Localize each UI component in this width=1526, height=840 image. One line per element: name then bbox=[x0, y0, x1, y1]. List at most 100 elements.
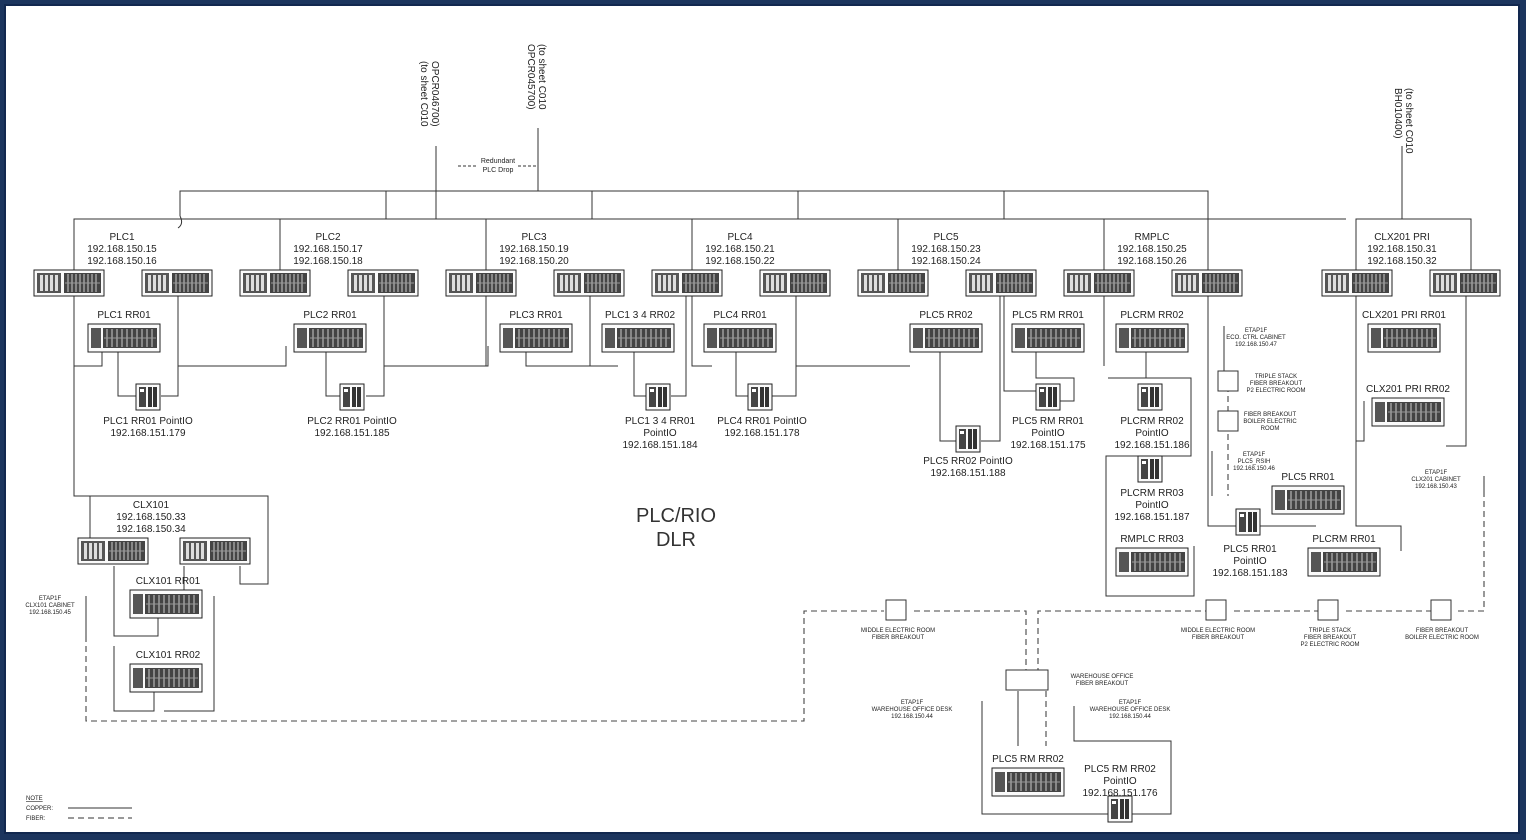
sheet-ref-2: (to sheet C010 OPCR045700) bbox=[525, 44, 547, 110]
svg-text:ETAP1F: ETAP1F bbox=[1119, 700, 1142, 706]
svg-text:PLC3: PLC3 bbox=[521, 232, 546, 243]
diagram-frame: PLC/RIO DLR (to sheet C010 OPCR046700) (… bbox=[4, 4, 1520, 834]
svg-text:PointIO: PointIO bbox=[1135, 428, 1169, 439]
svg-text:PLC1 3 4 RR02: PLC1 3 4 RR02 bbox=[605, 310, 675, 321]
svg-text:192.168.151.175: 192.168.151.175 bbox=[1010, 440, 1086, 451]
svg-text:MIDDLE ELECTRIC ROOM: MIDDLE ELECTRIC ROOM bbox=[861, 628, 935, 634]
svg-text:192.168.150.17: 192.168.150.17 bbox=[293, 244, 363, 255]
svg-text:P2 ELECTRIC ROOM: P2 ELECTRIC ROOM bbox=[1246, 388, 1305, 394]
svg-text:PLC3 RR01: PLC3 RR01 bbox=[509, 310, 563, 321]
svg-text:192.168.150.22: 192.168.150.22 bbox=[705, 256, 775, 267]
svg-text:192.168.151.185: 192.168.151.185 bbox=[314, 428, 390, 439]
svg-text:ETAP1F: ETAP1F bbox=[1425, 470, 1448, 476]
svg-text:Redundant: Redundant bbox=[481, 158, 515, 165]
svg-text:PLCRM RR01: PLCRM RR01 bbox=[1312, 534, 1376, 545]
network-diagram: PLC/RIO DLR (to sheet C010 OPCR046700) (… bbox=[25, 44, 1501, 823]
svg-text:CLX201 PRI: CLX201 PRI bbox=[1374, 232, 1430, 243]
svg-text:FIBER BREAKOUT: FIBER BREAKOUT bbox=[872, 635, 925, 641]
svg-text:PLC5 RR01: PLC5 RR01 bbox=[1223, 544, 1277, 555]
fiber-breakout-boxes bbox=[885, 370, 1452, 691]
svg-text:192.168.151.179: 192.168.151.179 bbox=[110, 428, 186, 439]
svg-text:ECO. CTRL CABINET: ECO. CTRL CABINET bbox=[1226, 335, 1286, 341]
svg-text:PLC4: PLC4 bbox=[727, 232, 752, 243]
svg-text:CLX101 RR01: CLX101 RR01 bbox=[136, 576, 201, 587]
svg-text:192.168.150.21: 192.168.150.21 bbox=[705, 244, 775, 255]
svg-text:ETAP1F: ETAP1F bbox=[1245, 328, 1268, 334]
svg-text:192.168.150.43: 192.168.150.43 bbox=[1415, 484, 1457, 490]
svg-text:FIBER BREAKOUT: FIBER BREAKOUT bbox=[1416, 628, 1469, 634]
svg-text:NOTE: NOTE bbox=[26, 796, 43, 802]
rack-labels: PLC1 RR01 PLC2 RR01 PLC3 RR01 PLC1 3 4 R… bbox=[97, 310, 1450, 765]
svg-text:PLC1: PLC1 bbox=[109, 232, 134, 243]
svg-text:PLCRM RR03: PLCRM RR03 bbox=[1120, 488, 1184, 499]
svg-text:192.168.151.176: 192.168.151.176 bbox=[1082, 788, 1158, 799]
svg-text:WAREHOUSE OFFICE: WAREHOUSE OFFICE bbox=[1071, 674, 1134, 680]
svg-text:OPCR046700): OPCR046700) bbox=[429, 61, 440, 127]
svg-text:PLC4 RR01: PLC4 RR01 bbox=[713, 310, 767, 321]
sheet-ref-3: (to sheet C010 BH010400) bbox=[1392, 88, 1414, 154]
svg-text:ETAP1F: ETAP1F bbox=[39, 596, 62, 602]
svg-text:FIBER BREAKOUT: FIBER BREAKOUT bbox=[1250, 381, 1303, 387]
fiber-links bbox=[85, 386, 1485, 746]
svg-text:192.168.150.44: 192.168.150.44 bbox=[1109, 714, 1151, 720]
legend: NOTE COPPER: FIBER: bbox=[26, 796, 132, 822]
svg-text:PLC5 RM RR02: PLC5 RM RR02 bbox=[1084, 764, 1156, 775]
svg-text:FIBER BREAKOUT: FIBER BREAKOUT bbox=[1304, 635, 1357, 641]
svg-text:ROOM: ROOM bbox=[1261, 426, 1280, 432]
svg-text:PointIO: PointIO bbox=[1031, 428, 1065, 439]
diagram-title-line2: DLR bbox=[656, 529, 696, 551]
svg-text:192.168.150.26: 192.168.150.26 bbox=[1117, 256, 1187, 267]
svg-text:PointIO: PointIO bbox=[643, 428, 677, 439]
svg-text:PLC1 RR01: PLC1 RR01 bbox=[97, 310, 151, 321]
sheet-ref-1: (to sheet C010 OPCR046700) bbox=[418, 61, 440, 127]
svg-text:PLC5 RM RR02: PLC5 RM RR02 bbox=[992, 754, 1064, 765]
svg-text:192.168.150.25: 192.168.150.25 bbox=[1117, 244, 1187, 255]
svg-text:PLC5 RR01: PLC5 RR01 bbox=[1281, 472, 1335, 483]
svg-text:192.168.150.47: 192.168.150.47 bbox=[1235, 342, 1277, 348]
svg-text:BOILER ELECTRIC ROOM: BOILER ELECTRIC ROOM bbox=[1405, 635, 1479, 641]
svg-text:PointIO: PointIO bbox=[1233, 556, 1267, 567]
svg-text:CLX201 PRI RR02: CLX201 PRI RR02 bbox=[1366, 384, 1450, 395]
svg-text:P2 ELECTRIC ROOM: P2 ELECTRIC ROOM bbox=[1300, 642, 1359, 648]
svg-text:FIBER BREAKOUT: FIBER BREAKOUT bbox=[1244, 412, 1297, 418]
svg-text:192.168.151.188: 192.168.151.188 bbox=[930, 468, 1006, 479]
svg-text:PLC2: PLC2 bbox=[315, 232, 340, 243]
svg-text:RMPLC RR03: RMPLC RR03 bbox=[1120, 534, 1184, 545]
svg-text:192.168.150.44: 192.168.150.44 bbox=[891, 714, 933, 720]
svg-text:192.168.150.15: 192.168.150.15 bbox=[87, 244, 157, 255]
svg-text:FIBER:: FIBER: bbox=[26, 816, 46, 822]
svg-text:192.168.151.184: 192.168.151.184 bbox=[622, 440, 698, 451]
svg-text:FIBER BREAKOUT: FIBER BREAKOUT bbox=[1076, 681, 1129, 687]
svg-text:192.168.150.45: 192.168.150.45 bbox=[29, 610, 71, 616]
svg-text:PLC5 RR02: PLC5 RR02 bbox=[919, 310, 973, 321]
svg-text:(to sheet C010: (to sheet C010 bbox=[418, 61, 429, 127]
svg-text:192.168.150.46: 192.168.150.46 bbox=[1233, 466, 1275, 472]
svg-text:MIDDLE ELECTRIC ROOM: MIDDLE ELECTRIC ROOM bbox=[1181, 628, 1255, 634]
svg-text:PLCRM RR02: PLCRM RR02 bbox=[1120, 416, 1184, 427]
svg-text:COPPER:: COPPER: bbox=[26, 806, 53, 812]
redundant-drop-label: Redundant PLC Drop bbox=[458, 158, 536, 174]
svg-text:PLC5: PLC5 bbox=[933, 232, 958, 243]
svg-text:192.168.151.178: 192.168.151.178 bbox=[724, 428, 800, 439]
svg-text:192.168.150.23: 192.168.150.23 bbox=[911, 244, 981, 255]
svg-text:OPCR045700): OPCR045700) bbox=[525, 44, 536, 110]
svg-text:192.168.150.33: 192.168.150.33 bbox=[116, 512, 186, 523]
svg-text:BOILER ELECTRIC: BOILER ELECTRIC bbox=[1243, 419, 1297, 425]
svg-text:PLC5_RSIH: PLC5_RSIH bbox=[1238, 459, 1271, 465]
svg-text:ETAP1F: ETAP1F bbox=[1243, 452, 1266, 458]
svg-text:TRIPLE STACK: TRIPLE STACK bbox=[1255, 374, 1297, 380]
svg-text:ETAP1F: ETAP1F bbox=[901, 700, 924, 706]
svg-text:192.168.150.20: 192.168.150.20 bbox=[499, 256, 569, 267]
svg-text:(to sheet C010: (to sheet C010 bbox=[1403, 88, 1414, 154]
svg-text:PLC5 RM RR01: PLC5 RM RR01 bbox=[1012, 310, 1084, 321]
svg-text:192.168.151.186: 192.168.151.186 bbox=[1114, 440, 1190, 451]
